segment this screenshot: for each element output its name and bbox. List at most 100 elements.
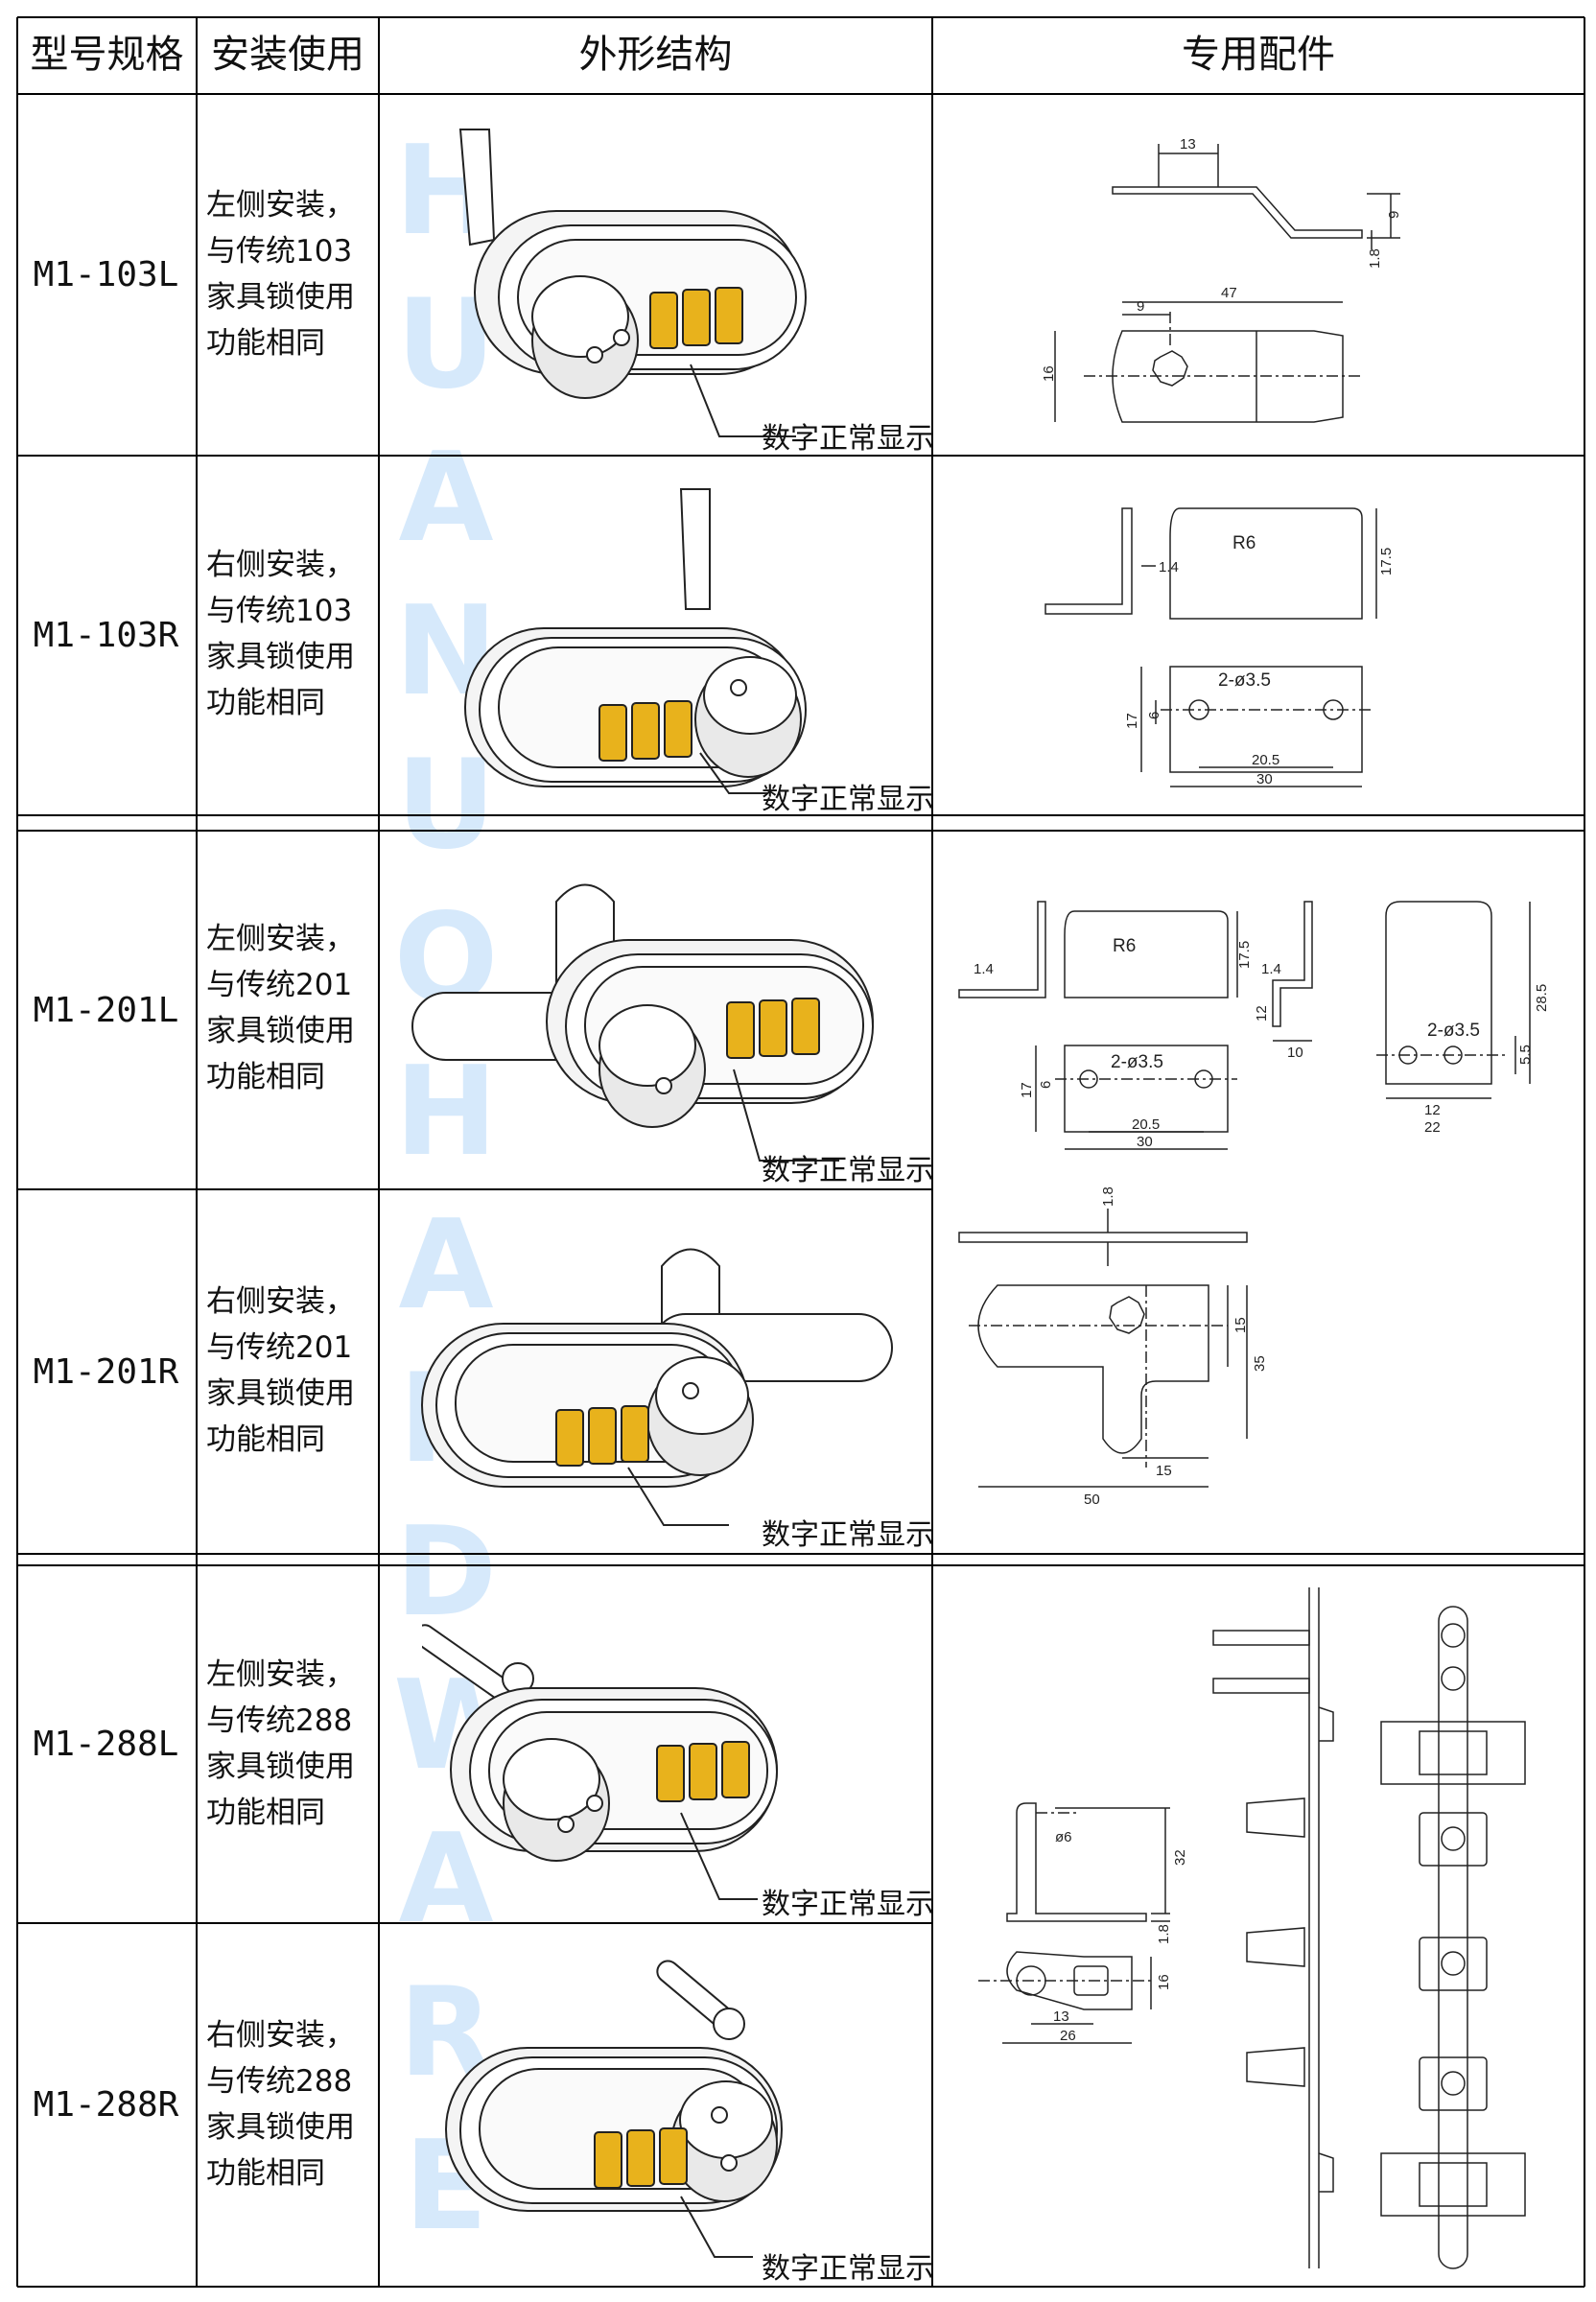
- dim-label: 17.5: [1236, 941, 1253, 969]
- usage-line: 左侧安装，: [206, 1657, 355, 1692]
- lock-illustration-left: [411, 883, 874, 1162]
- dim-label: 30: [1137, 1134, 1153, 1150]
- dim-label: 9: [1137, 298, 1144, 315]
- dim-label: 10: [1287, 1045, 1303, 1061]
- dim-label: 12: [1254, 1005, 1270, 1022]
- lock-illustration-left: [458, 129, 807, 437]
- dim-label: 1.4: [974, 961, 994, 977]
- dim-label: 1.8: [1156, 1924, 1172, 1944]
- header-usage: 安装使用: [211, 33, 364, 77]
- dim-label: 1.8: [1367, 248, 1383, 269]
- dim-label: 2-ø3.5: [1218, 670, 1271, 691]
- usage-line: 与传统103: [206, 594, 353, 628]
- usage-line: 功能相同: [206, 1422, 325, 1457]
- note-digits: 数字正常显示: [762, 1154, 934, 1187]
- dim-label: 2-ø3.5: [1111, 1052, 1163, 1072]
- usage-line: 与传统201: [206, 1330, 353, 1365]
- dim-label: 28.5: [1534, 984, 1550, 1012]
- dim-label: 9: [1386, 211, 1402, 219]
- dim-label: 1.8: [1100, 1186, 1116, 1207]
- dim-label: 26: [1060, 2028, 1076, 2044]
- usage-line: 家具锁使用: [206, 1376, 355, 1411]
- dim-label: 17: [1124, 713, 1140, 729]
- accessory-drawings-288: ø6 32 1.8 16 13 26: [978, 1587, 1526, 2269]
- dim-label: 1.4: [1261, 961, 1281, 977]
- dim-label: 2-ø3.5: [1427, 1021, 1480, 1041]
- dim-label: 15: [1232, 1317, 1249, 1333]
- model-cell: M1-288L: [33, 1725, 179, 1764]
- dim-label: 15: [1156, 1463, 1172, 1479]
- dim-label: 16: [1156, 1974, 1172, 1990]
- watermark-letter: A: [398, 1194, 494, 1337]
- dim-label: 13: [1180, 136, 1196, 153]
- usage-line: 家具锁使用: [206, 1014, 355, 1048]
- lock-illustration-right: [464, 488, 807, 794]
- watermark-letter: A: [398, 427, 494, 570]
- watermark-letter: D: [394, 1501, 498, 1644]
- usage-line: 左侧安装，: [206, 922, 355, 956]
- accessory-drawings-103: 13 9 1.8 9 47 16 1.4 R6 17.5 2-ø3.5 17 6…: [1041, 136, 1402, 787]
- dim-label: 30: [1256, 771, 1273, 787]
- usage-line: 右侧安装，: [206, 548, 355, 582]
- usage-line: 家具锁使用: [206, 640, 355, 674]
- lock-illustration-left: [422, 1624, 778, 1900]
- watermark-letter: A: [398, 1808, 494, 1951]
- dim-label: 6: [1146, 712, 1162, 719]
- header-shape: 外形结构: [578, 33, 733, 77]
- usage-line: 家具锁使用: [206, 2110, 355, 2145]
- dim-label: R6: [1113, 936, 1136, 956]
- usage-line: 家具锁使用: [206, 280, 355, 315]
- model-cell: M1-201L: [33, 990, 179, 1030]
- note-digits: 数字正常显示: [762, 1518, 934, 1552]
- dim-label: 17: [1019, 1082, 1035, 1098]
- watermark-letter: U: [396, 734, 496, 877]
- header-accessories: 专用配件: [1182, 33, 1335, 77]
- usage-line: 功能相同: [206, 1796, 325, 1830]
- note-digits: 数字正常显示: [762, 422, 934, 456]
- note-digits: 数字正常显示: [762, 1888, 934, 1921]
- header-model: 型号规格: [30, 33, 184, 77]
- usage-line: 功能相同: [206, 326, 325, 361]
- usage-cell: 右侧安装， 与传统288 家具锁使用 功能相同: [206, 2012, 369, 2196]
- usage-line: 与传统288: [206, 2064, 353, 2099]
- dim-label: 17.5: [1378, 548, 1395, 576]
- usage-cell: 左侧安装， 与传统201 家具锁使用 功能相同: [206, 916, 369, 1100]
- note-digits: 数字正常显示: [762, 783, 934, 816]
- dim-label: 5.5: [1517, 1045, 1534, 1065]
- watermark-letter: H: [394, 1041, 498, 1184]
- usage-line: 与传统288: [206, 1703, 353, 1738]
- usage-cell: 左侧安装， 与传统103 家具锁使用 功能相同: [206, 182, 369, 366]
- note-digits: 数字正常显示: [762, 2252, 934, 2286]
- usage-line: 右侧安装，: [206, 1284, 355, 1319]
- usage-line: 功能相同: [206, 2156, 325, 2191]
- dim-label: 1.4: [1159, 559, 1179, 576]
- usage-line: 家具锁使用: [206, 1750, 355, 1784]
- usage-cell: 左侧安装， 与传统288 家具锁使用 功能相同: [206, 1652, 369, 1836]
- dim-label: 6: [1038, 1081, 1054, 1089]
- model-cell: M1-103L: [33, 255, 179, 294]
- dim-label: 16: [1041, 365, 1057, 382]
- dim-label: 12: [1424, 1102, 1441, 1118]
- dim-label: 13: [1053, 2008, 1069, 2025]
- usage-cell: 右侧安装， 与传统103 家具锁使用 功能相同: [206, 542, 369, 726]
- dim-label: 20.5: [1132, 1116, 1160, 1133]
- dim-label: 20.5: [1252, 752, 1279, 768]
- lock-illustration-right: [445, 1960, 783, 2258]
- accessory-drawings-201: 1.4 R6 17.5 2-ø3.5 17 6 20.5 30 1.4 12 1…: [958, 901, 1550, 1508]
- dim-label: ø6: [1055, 1829, 1072, 1845]
- model-cell: M1-201R: [33, 1351, 179, 1392]
- dim-label: 47: [1221, 285, 1237, 301]
- usage-line: 右侧安装，: [206, 2018, 355, 2053]
- usage-line: 与传统201: [206, 968, 353, 1002]
- dim-label: 22: [1424, 1119, 1441, 1136]
- usage-line: 左侧安装，: [206, 188, 355, 223]
- lock-illustration-right: [421, 1248, 893, 1526]
- dim-label: 32: [1172, 1849, 1188, 1866]
- usage-cell: 右侧安装， 与传统201 家具锁使用 功能相同: [206, 1279, 369, 1463]
- model-cell: M1-103R: [33, 616, 179, 655]
- model-cell: M1-288R: [33, 2085, 179, 2125]
- usage-line: 功能相同: [206, 1060, 325, 1094]
- usage-line: 功能相同: [206, 686, 325, 720]
